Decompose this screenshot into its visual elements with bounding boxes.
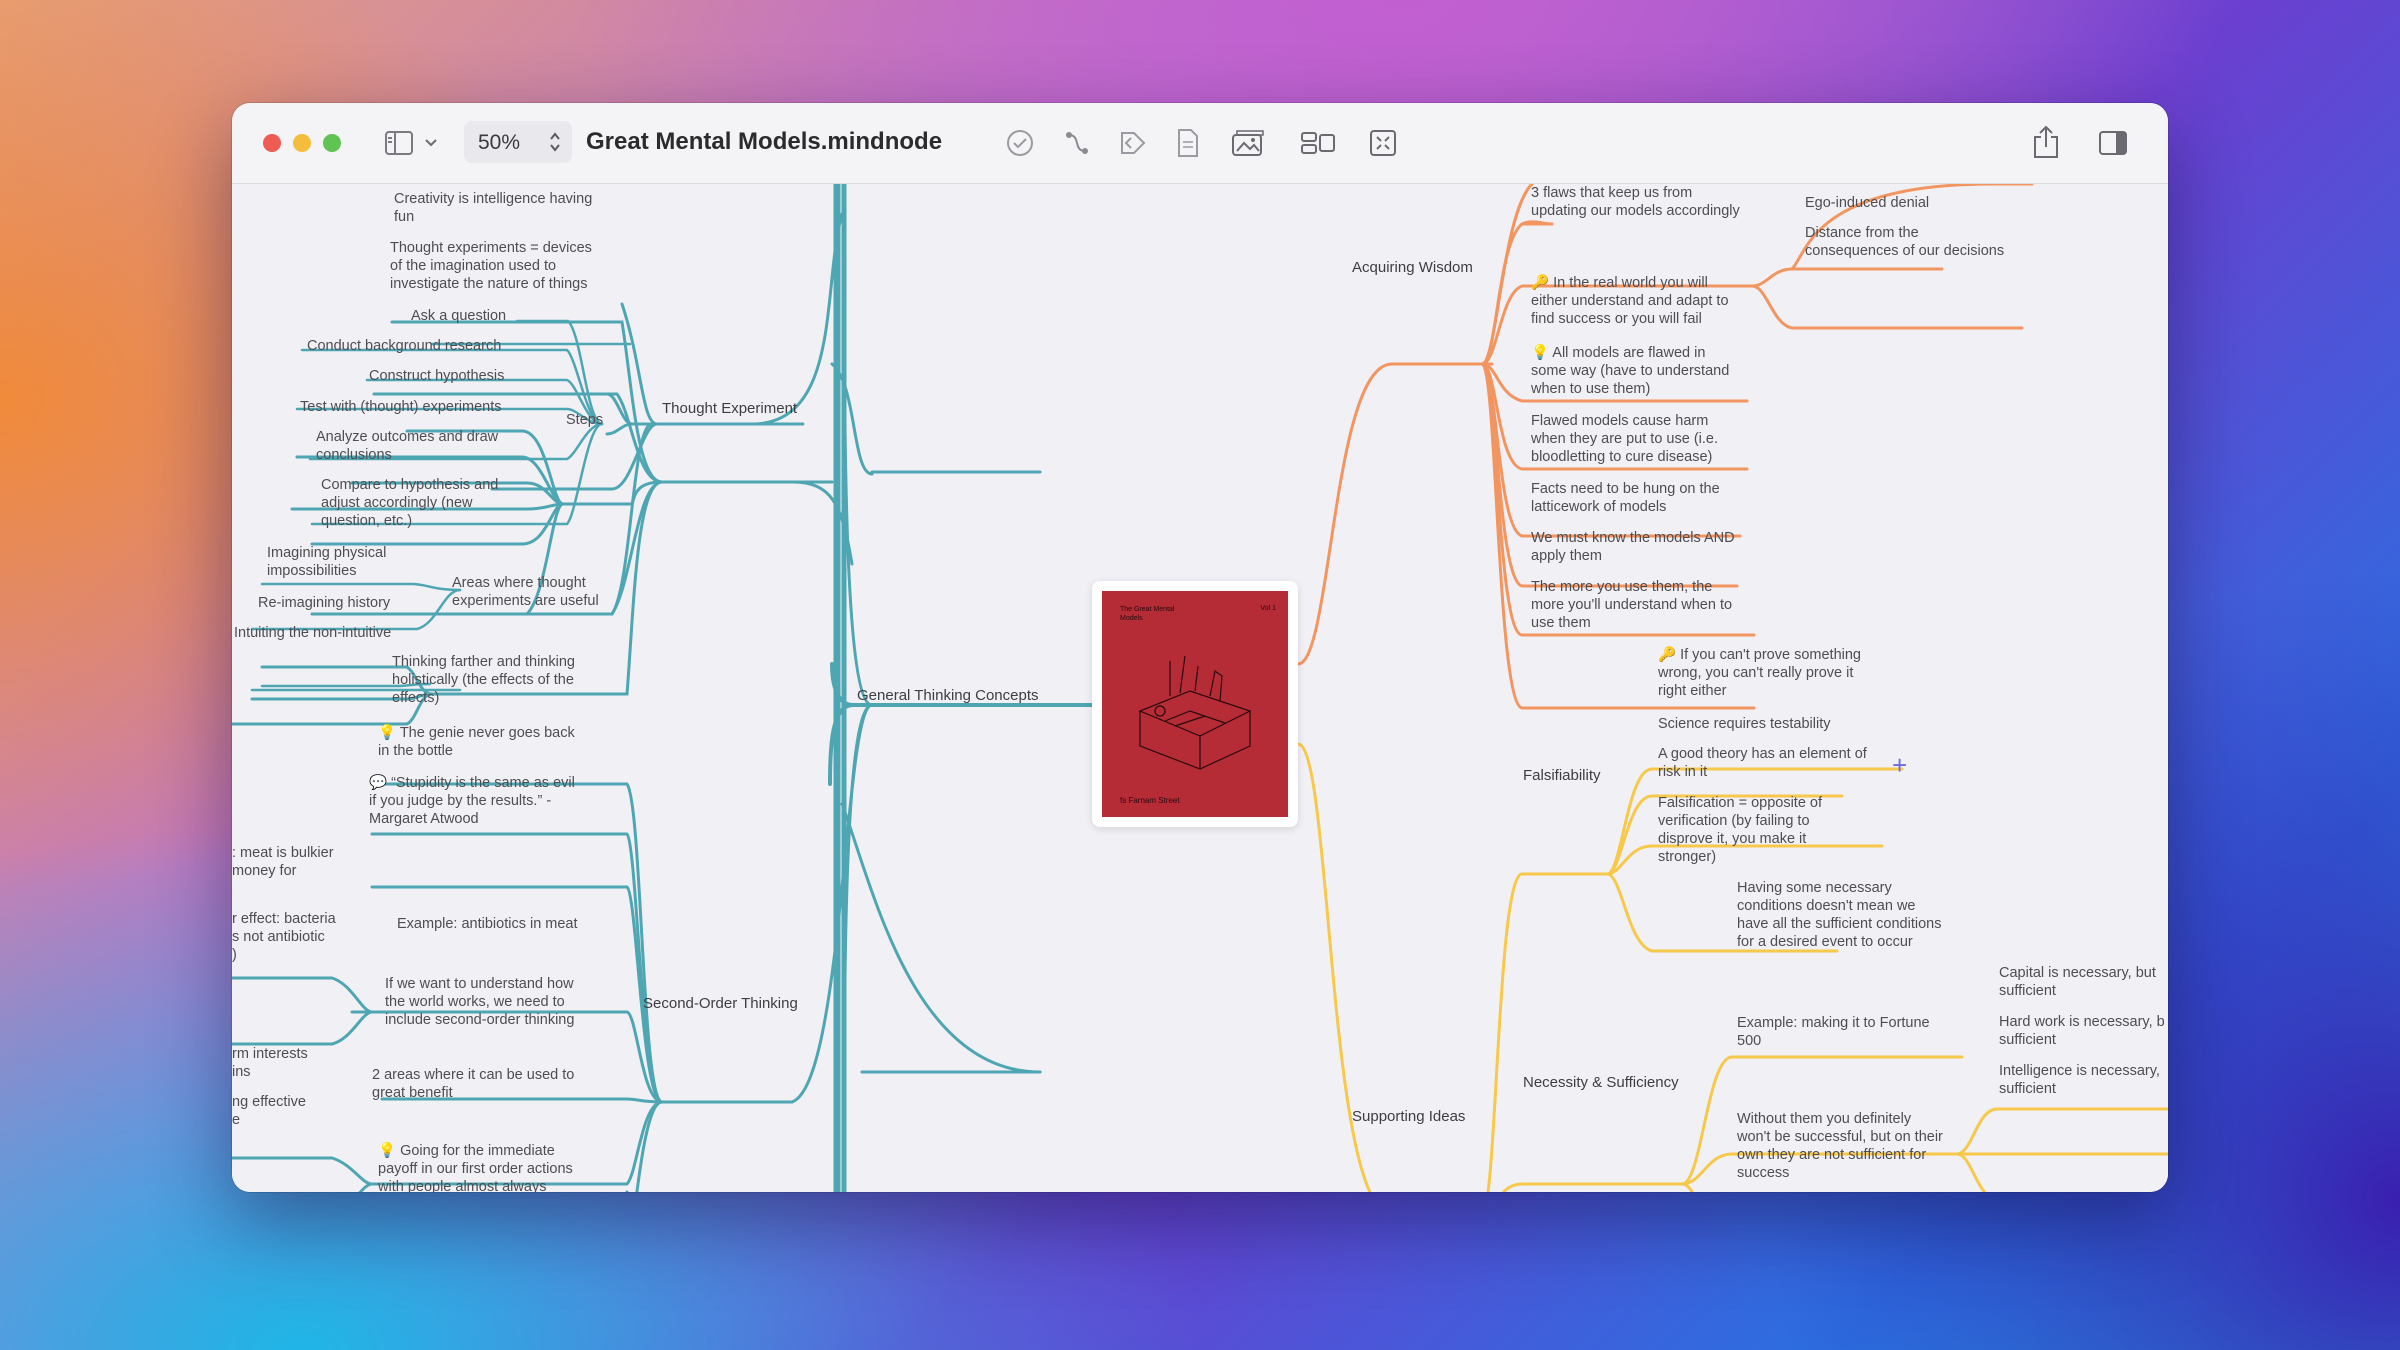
note-icon[interactable] xyxy=(1176,128,1200,158)
zoom-value: 50% xyxy=(478,131,521,154)
node-immediate-payoff[interactable]: 💡 Going for the immediate payoff in our … xyxy=(378,1143,573,1192)
book-volume: Vol 1 xyxy=(1260,605,1276,612)
node-capital[interactable]: Capital is necessary, but sufficient xyxy=(1999,965,2156,999)
node-intuiting[interactable]: Intuiting the non-intuitive xyxy=(234,625,392,641)
toolbar: 50% Great Mental Models.mindnode xyxy=(232,103,2168,184)
topic-supporting-ideas[interactable]: Supporting Ideas xyxy=(1352,1108,1466,1125)
node-ego-denial[interactable]: Ego-induced denial xyxy=(1805,195,1930,211)
topic-falsifiability[interactable]: Falsifiability xyxy=(1523,767,1601,784)
node-good-theory[interactable]: A good theory has an element of risk in … xyxy=(1658,746,1867,780)
mindmap-canvas[interactable]: The Great Mental Models Vol 1 fs Farnam … xyxy=(232,184,2168,1192)
node-cant-prove[interactable]: 🔑 If you can't prove something wrong, yo… xyxy=(1658,647,1861,699)
topic-general-thinking-concepts[interactable]: General Thinking Concepts xyxy=(857,687,1039,704)
node-science-testability[interactable]: Science requires testability xyxy=(1658,716,1831,732)
node-facts-latticework[interactable]: Facts need to be hung on the latticework… xyxy=(1531,481,1720,515)
inspector-icon[interactable] xyxy=(2098,130,2128,156)
node-creativity[interactable]: Creativity is intelligence having fun xyxy=(394,191,593,225)
node-models-flawed[interactable]: 💡 All models are flawed in some way (hav… xyxy=(1531,345,1730,397)
connect-icon[interactable] xyxy=(1063,129,1091,157)
node-steps[interactable]: Steps xyxy=(566,412,604,428)
node-real-world[interactable]: 🔑 In the real world you will either unde… xyxy=(1531,275,1729,327)
node-areas-useful[interactable]: Areas where thought experiments are usef… xyxy=(452,575,599,609)
back-icon[interactable] xyxy=(1118,129,1146,157)
close-window-button[interactable] xyxy=(263,134,281,152)
node-hard-work[interactable]: Hard work is necessary, b sufficient xyxy=(1999,1014,2165,1048)
node-reimagining-history[interactable]: Re-imagining history xyxy=(258,595,391,611)
node-background-research[interactable]: Conduct background research xyxy=(307,338,502,354)
minimize-window-button[interactable] xyxy=(293,134,311,152)
node-two-areas[interactable]: 2 areas where it can be used to great be… xyxy=(372,1067,575,1101)
node-falsification[interactable]: Falsification = opposite of verification… xyxy=(1658,795,1823,865)
zoom-window-button[interactable] xyxy=(323,134,341,152)
node-without-them[interactable]: Without them you definitely won't be suc… xyxy=(1737,1111,1943,1181)
share-icon[interactable] xyxy=(2032,125,2060,159)
node-construct-hypothesis[interactable]: Construct hypothesis xyxy=(369,368,505,384)
zoom-control[interactable]: 50% xyxy=(464,121,572,163)
book-title: The Great Mental Models xyxy=(1120,606,1175,622)
mindmap-connections xyxy=(232,184,2168,1192)
chevron-down-icon[interactable] xyxy=(424,138,438,148)
node-fortune-500[interactable]: Example: making it to Fortune 500 xyxy=(1737,1015,1930,1049)
node-flawed-harm[interactable]: Flawed models cause harm when they are p… xyxy=(1531,413,1718,465)
node-interests[interactable]: rm interests ins xyxy=(232,1046,308,1080)
node-genie[interactable]: 💡 The genie never goes back in the bottl… xyxy=(378,725,575,759)
node-imagining-impossibilities[interactable]: Imagining physical impossibilities xyxy=(267,545,387,579)
focus-icon[interactable] xyxy=(1369,129,1397,157)
add-node-plus-icon[interactable]: + xyxy=(1892,750,1908,780)
node-antibiotics-example[interactable]: Example: antibiotics in meat xyxy=(397,916,578,932)
layout-icon[interactable] xyxy=(1300,131,1336,155)
book-cover: The Great Mental Models Vol 1 fs Farnam … xyxy=(1102,591,1288,817)
node-having-necessary[interactable]: Having some necessary conditions doesn't… xyxy=(1737,880,1942,950)
node-devices[interactable]: Thought experiments = devices of the ima… xyxy=(390,240,592,292)
node-stupidity-quote[interactable]: 💬 “Stupidity is the same as evil if you … xyxy=(369,775,575,827)
central-topic-image[interactable]: The Great Mental Models Vol 1 fs Farnam … xyxy=(1092,581,1298,827)
node-analyze-outcomes[interactable]: Analyze outcomes and draw conclusions xyxy=(316,429,499,463)
topic-thought-experiment[interactable]: Thought Experiment xyxy=(662,400,798,417)
node-bacteria-effect[interactable]: r effect: bacteria s not antibiotic ) xyxy=(232,911,336,963)
node-intelligence[interactable]: Intelligence is necessary, sufficient xyxy=(1999,1063,2160,1097)
node-compare-hypothesis[interactable]: Compare to hypothesis and adjust accordi… xyxy=(321,477,499,529)
sidebar-icon[interactable] xyxy=(384,130,414,156)
app-window: 50% Great Mental Models.mindnode xyxy=(232,103,2168,1192)
topic-necessity-sufficiency[interactable]: Necessity & Sufficiency xyxy=(1523,1074,1679,1091)
topic-second-order-thinking[interactable]: Second-Order Thinking xyxy=(643,995,798,1012)
document-title: Great Mental Models.mindnode xyxy=(586,128,943,155)
node-three-flaws[interactable]: 3 flaws that keep us from updating our m… xyxy=(1531,185,1740,219)
node-meat-bulkier[interactable]: : meat is bulkier money for xyxy=(232,845,334,879)
node-more-use[interactable]: The more you use them, the more you'll u… xyxy=(1531,579,1733,631)
book-publisher: fs Farnam Street xyxy=(1120,796,1180,805)
node-effective[interactable]: ng effective e xyxy=(232,1094,306,1128)
node-distance-consequences[interactable]: Distance from the consequences of our de… xyxy=(1805,225,2005,259)
topic-acquiring-wisdom[interactable]: Acquiring Wisdom xyxy=(1352,259,1473,276)
node-test-experiments[interactable]: Test with (thought) experiments xyxy=(300,399,502,415)
checkmark-icon[interactable] xyxy=(1006,129,1034,157)
toolbox-illustration xyxy=(1138,655,1252,770)
image-icon[interactable] xyxy=(1231,129,1265,157)
node-ask-question[interactable]: Ask a question xyxy=(411,308,507,324)
node-know-models[interactable]: We must know the models AND apply them xyxy=(1531,530,1735,564)
node-thinking-farther[interactable]: Thinking farther and thinking holistical… xyxy=(392,654,575,706)
node-understand-world[interactable]: If we want to understand how the world w… xyxy=(385,976,575,1028)
stepper-icon[interactable] xyxy=(548,130,562,154)
